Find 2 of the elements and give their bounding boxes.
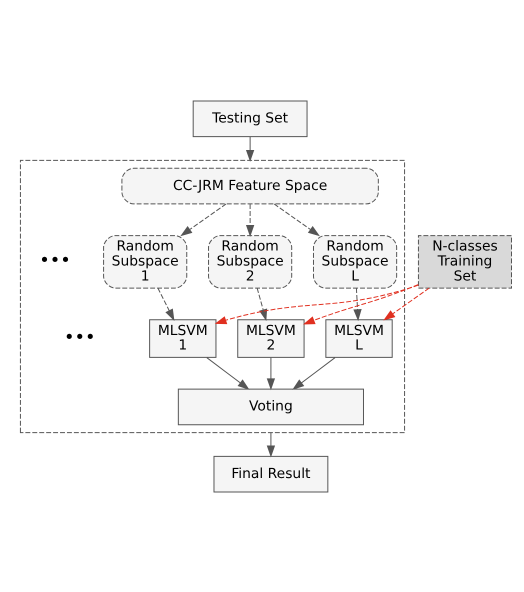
label: ••• [39,250,71,271]
label: ••• [64,326,96,348]
